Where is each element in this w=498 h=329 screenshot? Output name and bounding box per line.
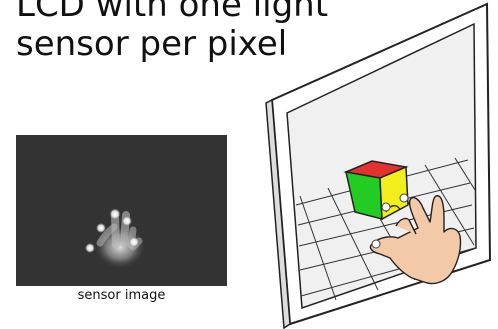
finger-contact-dot [400,194,408,202]
finger-contact-dot [382,203,390,211]
cube-icon [346,161,408,219]
finger-contact-dot [372,240,380,248]
